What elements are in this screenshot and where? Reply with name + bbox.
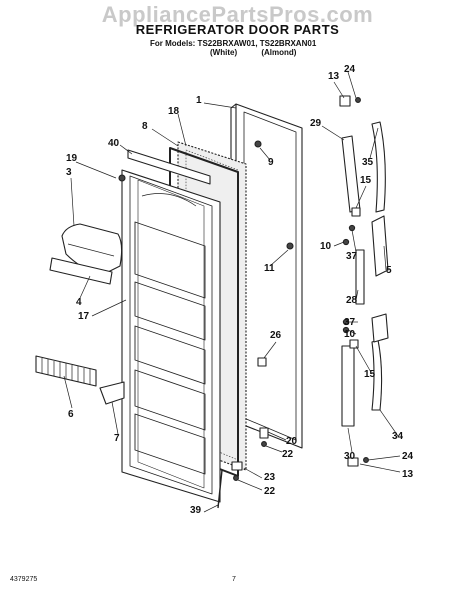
breaker-strip (127, 149, 211, 185)
callout-3: 3 (66, 167, 72, 178)
callout-13-a: 13 (328, 71, 340, 82)
callout-18: 18 (168, 106, 180, 117)
variant-almond: (Almond) (261, 48, 297, 57)
hinge-15a (351, 207, 361, 217)
screw-10a (342, 238, 350, 246)
callout-15-b: 15 (364, 369, 376, 380)
callout-13-b: 13 (402, 469, 414, 480)
callout-28: 28 (346, 295, 358, 306)
callout-1: 1 (196, 95, 202, 106)
screw-24-bottom (363, 457, 369, 463)
lower-handle-trim (371, 339, 383, 411)
handle-strip (355, 249, 365, 305)
clip-20 (259, 427, 269, 439)
door-inner-liner (121, 169, 221, 503)
upper-handle-bracket (341, 135, 361, 213)
stop-26 (257, 357, 267, 367)
callout-35: 35 (362, 157, 374, 168)
rod-39 (217, 469, 223, 509)
screw-37a (348, 224, 356, 232)
leader-lines (63, 71, 401, 513)
hinge-15b (349, 339, 359, 349)
lower-handle (371, 313, 389, 343)
screw-11 (286, 242, 294, 250)
bracket (99, 381, 125, 405)
callout-8: 8 (142, 121, 148, 132)
diagram-title: REFRIGERATOR DOOR PARTS (135, 22, 340, 37)
callout-39: 39 (190, 505, 202, 516)
bottom-hinge-cover (347, 457, 359, 467)
callout-40: 40 (108, 138, 120, 149)
clip-23 (231, 461, 243, 471)
callout-22-a: 22 (282, 449, 294, 460)
callout-30: 30 (344, 451, 356, 462)
callout-29: 29 (310, 118, 322, 129)
grille (35, 355, 97, 387)
upper-handle (371, 215, 389, 277)
watermark-text: AppliancePartsPros.com (101, 2, 374, 27)
callout-6: 6 (68, 409, 74, 420)
screw-24-top (355, 97, 361, 103)
callout-24-b: 24 (402, 451, 414, 462)
callout-20: 20 (286, 436, 298, 447)
callout-11: 11 (264, 263, 275, 274)
callout-19: 19 (66, 153, 78, 164)
upper-handle-trim (371, 121, 386, 213)
variant-white: (White) (210, 48, 238, 57)
callout-4: 4 (76, 297, 82, 308)
trim-strip (49, 257, 113, 285)
top-hinge-cover (339, 95, 351, 107)
models-line: For Models: TS22BRXAW01, TS22BRXAN01 (150, 39, 317, 48)
screw-22b (233, 475, 239, 481)
callout-9: 9 (268, 157, 274, 168)
variant-labels: (White) (Almond) (210, 48, 318, 57)
callout-10-a: 10 (320, 241, 332, 252)
callout-26: 26 (270, 330, 282, 341)
callout-10-b: 10 (344, 329, 356, 340)
callout-5: 5 (386, 265, 392, 276)
callout-17: 17 (78, 311, 90, 322)
screw-9 (254, 140, 262, 148)
document-number: 4379275 (10, 576, 38, 583)
page-number: 7 (232, 576, 236, 583)
screw-22a (261, 441, 267, 447)
lower-handle-bracket (341, 345, 355, 427)
callout-34: 34 (392, 431, 404, 442)
callout-15-a: 15 (360, 175, 372, 186)
callout-7: 7 (114, 433, 120, 444)
callout-23: 23 (264, 472, 276, 483)
callout-37-a: 37 (346, 251, 358, 262)
screw-19 (118, 174, 126, 182)
callout-22-b: 22 (264, 486, 276, 497)
callout-37-b: 37 (344, 317, 356, 328)
callout-24-a: 24 (344, 64, 356, 75)
